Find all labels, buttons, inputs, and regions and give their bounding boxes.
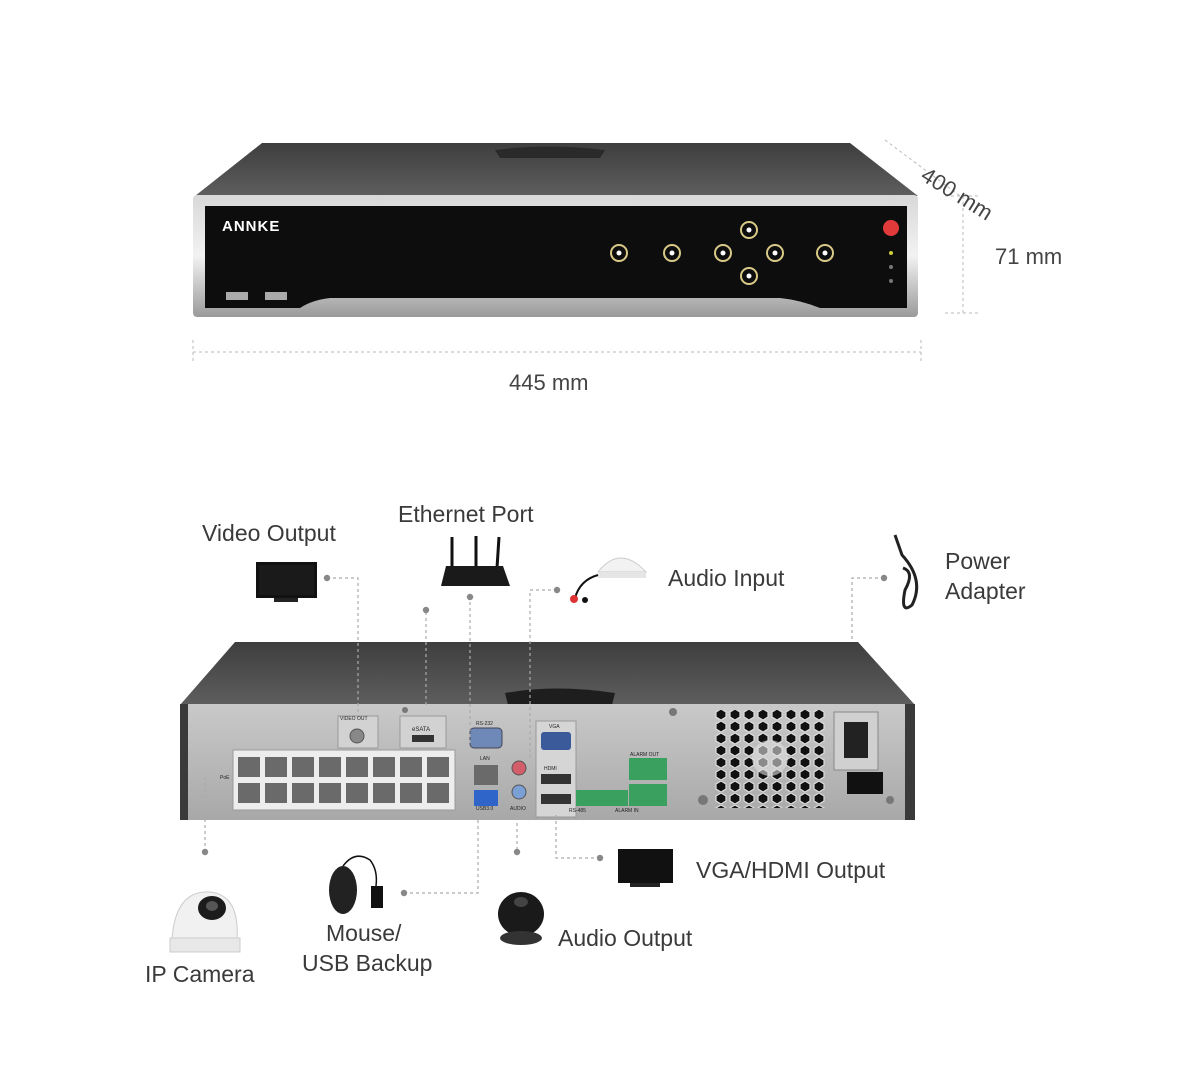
usb3-port (474, 790, 498, 806)
label-audio-output: Audio Output (558, 925, 693, 951)
rear-right-side (905, 704, 915, 820)
brand-logo: ANNKE (222, 218, 281, 235)
panel-label-poe: PoE (220, 775, 230, 781)
panel-label-lan: LAN (480, 756, 490, 762)
label-mouse-1: Mouse/ (326, 920, 402, 946)
alarm-in-terminals (629, 784, 667, 806)
vga-monitor-icon (618, 849, 673, 887)
label-power-adapter-2: Adapter (945, 578, 1026, 604)
mouse-icon (329, 855, 383, 914)
dimension-lines (192, 139, 978, 362)
monitor-icon (256, 562, 317, 602)
label-ethernet-port: Ethernet Port (398, 501, 534, 527)
label-ip-camera: IP Camera (145, 961, 255, 987)
status-led-3 (889, 279, 893, 283)
label-power-adapter-1: Power (945, 548, 1011, 574)
rear-top-surface (180, 642, 915, 705)
power-button[interactable] (883, 220, 899, 236)
usb-port-2 (265, 292, 287, 300)
screw-3 (886, 796, 894, 804)
audio-in-jack (511, 760, 527, 776)
alarm-out-terminals (629, 758, 667, 780)
nav-buttons[interactable] (610, 221, 834, 285)
rear-left-side (180, 704, 188, 820)
label-video-output: Video Output (202, 520, 336, 546)
status-led-2 (889, 265, 893, 269)
label-mouse-2: USB Backup (302, 950, 433, 976)
panel-label-usb: USB3.0 (476, 806, 494, 812)
rs232-port (469, 727, 503, 749)
speaker-icon (498, 892, 544, 945)
dome-camera-icon (169, 891, 241, 953)
rear-top-notch (505, 688, 615, 705)
esata-port (399, 715, 447, 749)
nvr-front-unit (193, 143, 918, 317)
status-led-1 (889, 251, 893, 255)
lan-port (474, 765, 498, 785)
panel-label-alarm-out: ALARM OUT (630, 752, 660, 758)
panel-label-video-out: VIDEO OUT (340, 716, 368, 722)
power-switch (847, 772, 883, 794)
usb-port-1 (226, 292, 248, 300)
nvr-rear-unit (180, 642, 915, 820)
rs485-terminals (576, 790, 628, 806)
label-audio-input: Audio Input (668, 565, 785, 591)
power-cable-icon (893, 534, 919, 610)
fan-center (752, 740, 788, 776)
connector-dots (201, 574, 888, 897)
height-dimension: 71 mm (995, 244, 1063, 269)
front-black-panel (205, 206, 907, 308)
label-vga-hdmi-output: VGA/HDMI Output (696, 857, 886, 883)
panel-label-audio: AUDIO (510, 806, 526, 812)
panel-label-esata: eSATA (412, 727, 431, 733)
screw-1 (669, 708, 677, 716)
panel-label-vga: VGA (549, 724, 560, 730)
screw-4 (402, 707, 408, 713)
panel-label-rs485: RS-485 (569, 808, 586, 814)
microphone-icon (570, 557, 648, 603)
audio-out-jack (511, 784, 527, 800)
panel-label-alarm-in: ALARM IN (615, 808, 639, 814)
hdmi-port-1 (541, 774, 571, 784)
panel-label-rs232: RS-232 (476, 721, 493, 727)
width-dimension: 445 mm (509, 370, 589, 395)
router-icon (441, 536, 510, 586)
hdmi-port-2 (541, 794, 571, 804)
connector-lines (204, 577, 884, 894)
panel-label-hdmi: HDMI (544, 766, 557, 772)
poe-ports (238, 757, 449, 803)
vga-port (541, 732, 571, 750)
nvr-top-surface (195, 143, 918, 196)
screw-2 (698, 795, 708, 805)
top-notch (495, 146, 605, 158)
